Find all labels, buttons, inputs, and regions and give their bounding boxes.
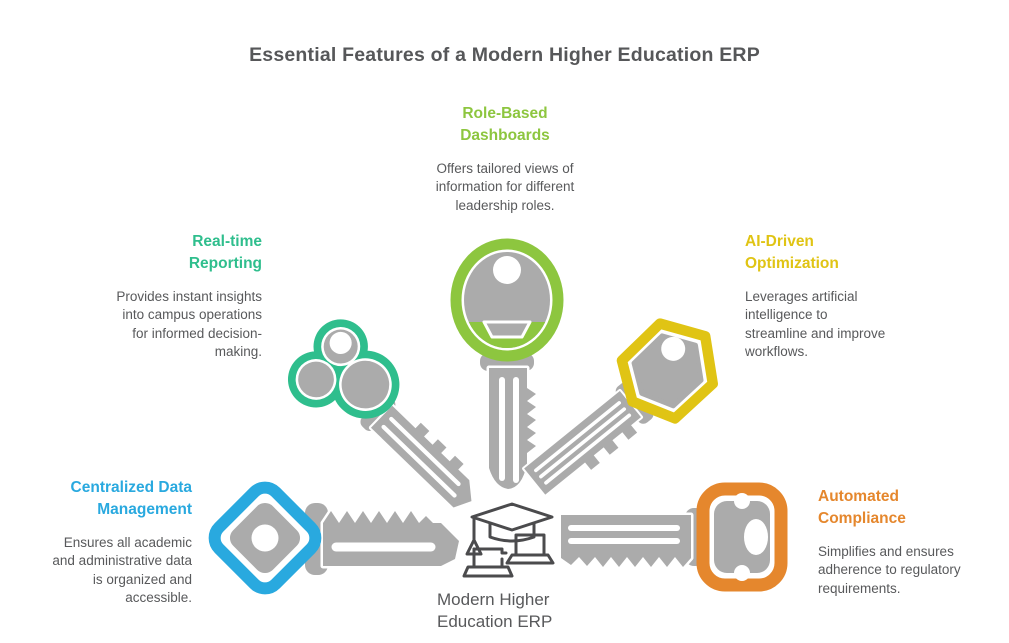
feature-title: Role-Based Dashboards <box>460 105 550 144</box>
feature-role-based-dashboards: Role-Based Dashboards Offers tailored vi… <box>395 103 615 215</box>
key-icon-clover-head <box>287 319 474 510</box>
key-icon-diamond-head <box>208 481 462 595</box>
graduation-cap-laptops-icon <box>462 502 555 578</box>
feature-title: Automated Compliance <box>818 488 906 527</box>
feature-real-time-reporting: Real-time Reporting Provides instant ins… <box>52 231 262 361</box>
feature-description: Offers tailored views of information for… <box>435 161 575 213</box>
feature-description: Simplifies and ensures adherence to regu… <box>818 544 961 596</box>
feature-description: Leverages artificial intelligence to str… <box>745 289 886 360</box>
feature-description: Provides instant insights into campus op… <box>116 289 262 360</box>
center-label: Modern Higher Education ERP <box>437 590 553 632</box>
page-title: Essential Features of a Modern Higher Ed… <box>249 44 760 66</box>
feature-centralized-data-management: Centralized Data Management Ensures all … <box>12 477 192 607</box>
feature-description: Ensures all academic and administrative … <box>52 535 192 606</box>
key-icon-hexagon-head <box>522 318 718 497</box>
feature-ai-driven-optimization: AI-Driven Optimization Leverages artific… <box>745 231 945 361</box>
feature-title: Real-time Reporting <box>188 233 262 272</box>
key-icon-rounded-square-head <box>558 482 788 592</box>
feature-title: Centralized Data Management <box>70 479 192 518</box>
feature-title: AI-Driven Optimization <box>745 233 839 272</box>
feature-automated-compliance: Automated Compliance Simplifies and ensu… <box>818 486 1003 598</box>
key-icon-round-head <box>450 238 564 492</box>
